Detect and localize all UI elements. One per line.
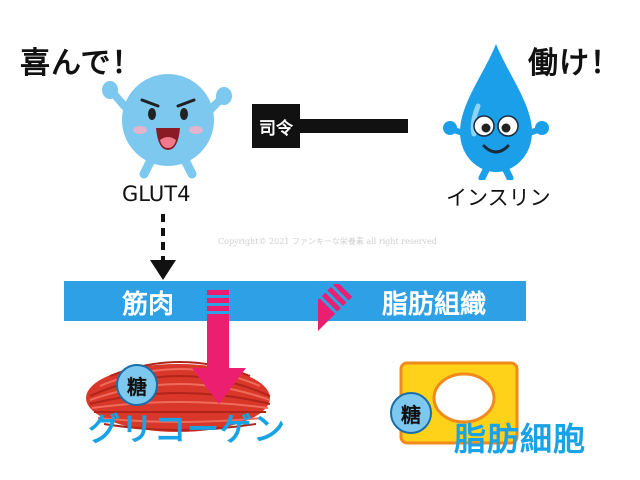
sugar-badge-fat: 糖 — [390, 392, 432, 434]
fat-cell-icon — [399, 361, 519, 445]
pink-arrow-to-muscle — [192, 290, 246, 404]
dashed-down-arrow — [150, 214, 176, 280]
command-box: 司令 — [252, 104, 300, 148]
glycogen-label: グリコーゲン — [88, 410, 287, 448]
sugar-badge-muscle: 糖 — [116, 364, 158, 406]
sugar-label: 糖 — [401, 402, 421, 427]
command-line — [300, 119, 408, 133]
glut4-label: GLUT4 — [122, 182, 191, 206]
pink-arrow-to-fat — [318, 284, 353, 358]
speech-glut4: 喜んで！ — [20, 46, 143, 81]
tissue-band — [64, 281, 526, 321]
insulin-label: インスリン — [446, 186, 551, 210]
command-label: 司令 — [259, 118, 293, 139]
sugar-label: 糖 — [127, 374, 147, 399]
copyright-watermark: Copyright© 2021 ファンキーな栄養素 all right rese… — [218, 237, 437, 246]
fat-cell-label: 脂肪細胞 — [454, 420, 587, 458]
band-label-adipose: 脂肪組織 — [382, 290, 487, 320]
insulin-drop-icon — [443, 44, 549, 180]
band-label-muscle: 筋肉 — [122, 290, 175, 320]
glut4-character-icon — [102, 74, 232, 179]
speech-insulin: 働け！ — [528, 46, 621, 81]
